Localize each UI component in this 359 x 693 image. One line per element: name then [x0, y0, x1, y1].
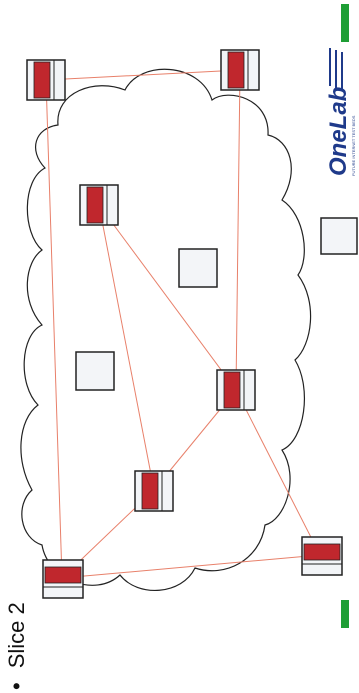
host-box-icon [320, 217, 358, 255]
slice-link [235, 389, 321, 556]
slice-link [98, 204, 155, 491]
physical-link [45, 69, 241, 81]
physical-link [235, 69, 241, 391]
router-node-icon [134, 470, 174, 512]
logo-speed-lines [329, 48, 343, 90]
router-node-icon [79, 184, 119, 226]
accent-bar-top [341, 4, 349, 42]
router-node-icon [216, 369, 256, 411]
router-node-icon [301, 536, 343, 576]
router-node-icon [220, 49, 260, 91]
logo-tagline: FUTURE INTERNET TEST BEDS [351, 115, 356, 176]
links [45, 69, 321, 579]
physical-link [45, 79, 63, 579]
host-box-icon [178, 248, 218, 288]
logo-wordmark: OneLab [325, 87, 352, 176]
router-node-icon [26, 59, 66, 101]
router-node-icon [42, 559, 84, 599]
onelab-logo: OneLab FUTURE INTERNET TEST BEDS [325, 48, 356, 176]
internet-cloud-icon [20, 68, 312, 592]
physical-link [61, 554, 321, 579]
host-box-icon [75, 351, 115, 391]
accent-bar-bottom [341, 600, 349, 628]
slice-link [98, 204, 237, 391]
